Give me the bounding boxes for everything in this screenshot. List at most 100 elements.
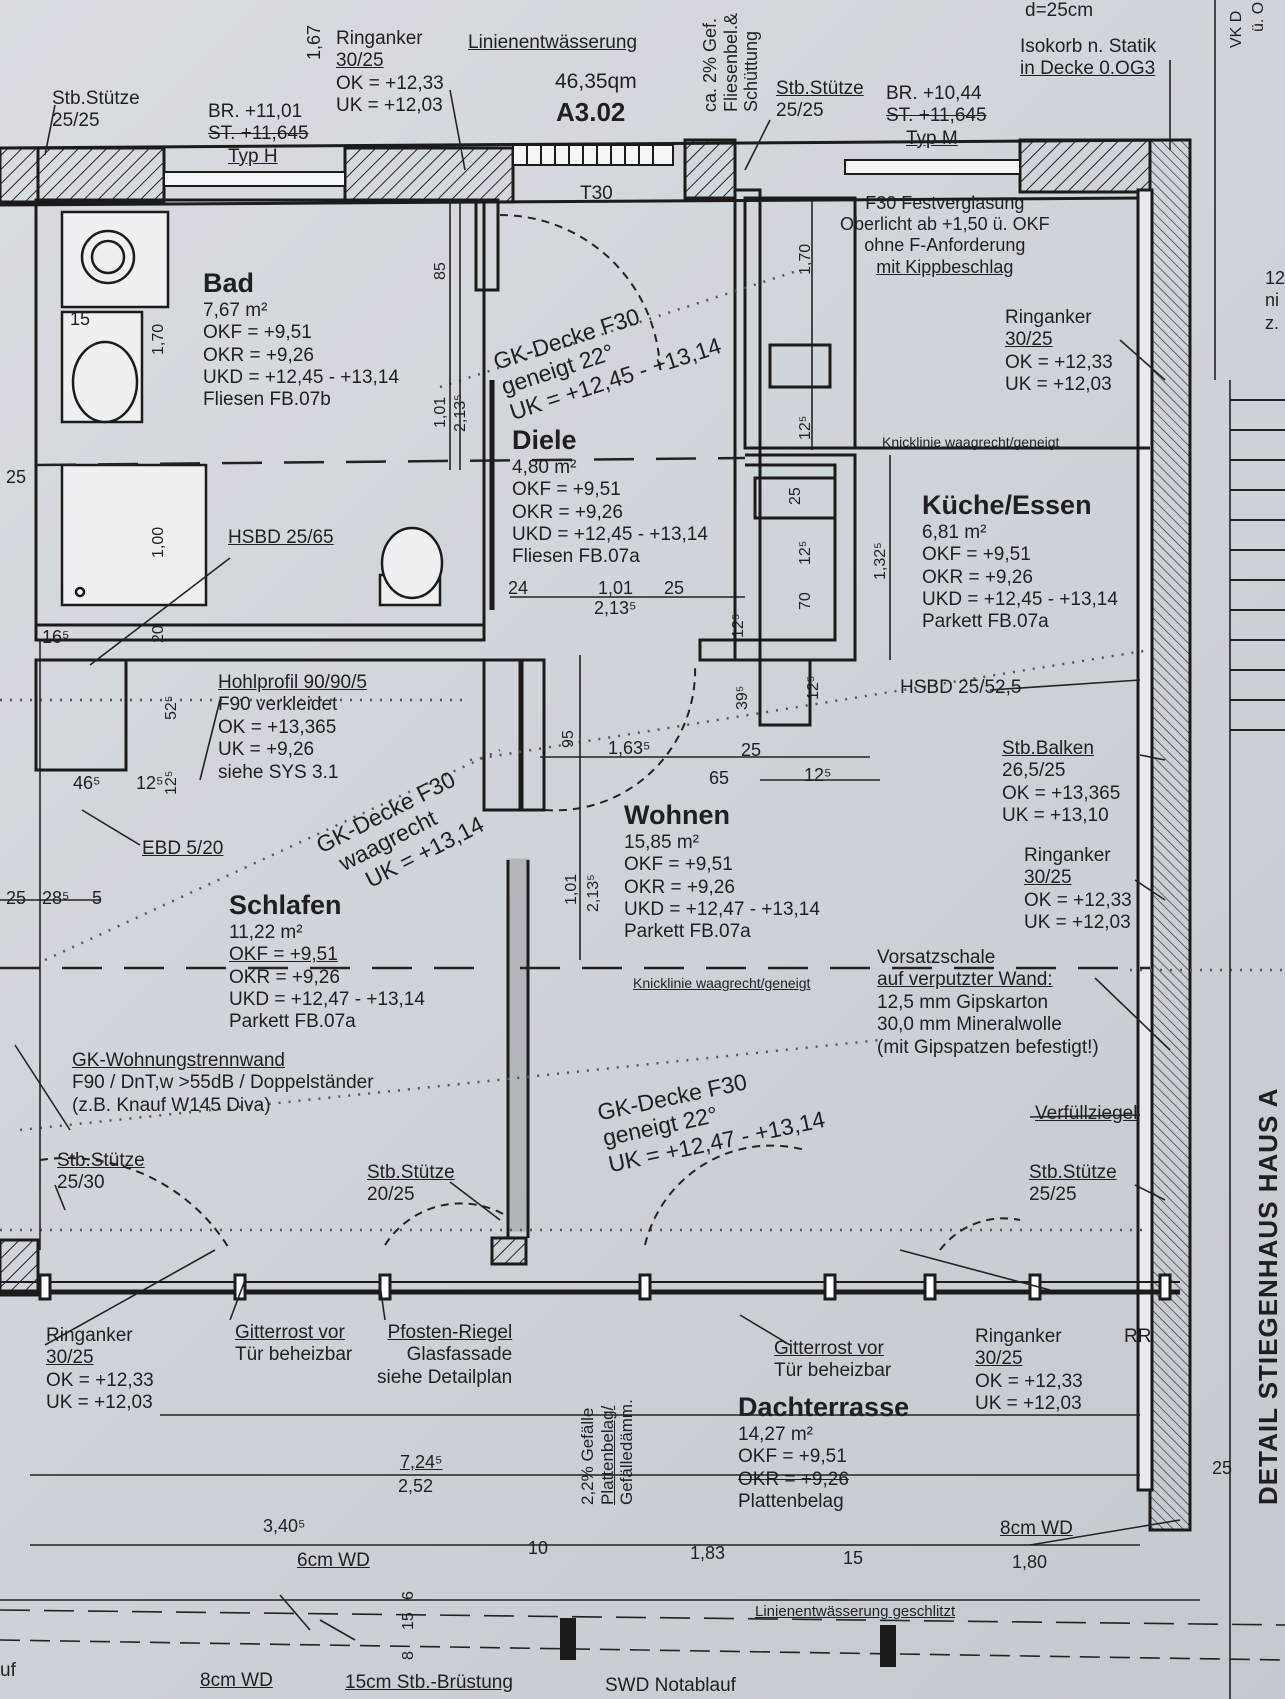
top-wall-hatch-2 xyxy=(343,146,515,204)
uf-label: uf xyxy=(0,1660,16,1681)
dim-7245: 7,24⁵ xyxy=(400,1452,443,1472)
bathroom-fixtures xyxy=(60,210,444,607)
mid-wall xyxy=(506,858,530,1232)
dim-100: 1,00 xyxy=(150,526,167,558)
dim-1325: 1,32⁵ xyxy=(872,542,889,580)
dim-25-kueche: 25 xyxy=(787,487,804,505)
dim-125-g: 12⁵ xyxy=(805,675,822,700)
kitchen-wall xyxy=(733,188,762,662)
wall-thickness: d=25cm xyxy=(1025,0,1094,21)
wall-stub xyxy=(518,658,546,812)
linienentwaesserung-bottom: Linienentwässerung geschlitzt xyxy=(755,1603,956,1620)
mid-column-bottom xyxy=(490,1236,528,1266)
linienentwaesserung-top: Linienentwässerung xyxy=(468,32,638,53)
knicklinie-top: Knicklinie waagrecht/geneigt xyxy=(882,434,1060,450)
dim-25-left: 25 xyxy=(6,467,27,487)
dim-z: z. xyxy=(1265,313,1280,333)
dashed-lines xyxy=(0,456,1150,970)
dim-6: 6 xyxy=(400,1591,417,1600)
dim-2135-wohnen: 2,13⁵ xyxy=(585,874,602,912)
dim-15-bottom: 15 xyxy=(843,1548,864,1568)
right-wall-inner xyxy=(1136,188,1154,1492)
dim-125-e: 12⁵ xyxy=(797,415,814,440)
right-wall xyxy=(1148,138,1192,1532)
rr-label: RR xyxy=(1124,1326,1152,1347)
dim-2135-bad: 2,13⁵ xyxy=(452,394,469,432)
t30-label: T30 xyxy=(580,183,613,204)
unit-id: A3.02 xyxy=(556,97,626,127)
swd-notablauf: SWD Notablauf xyxy=(605,1675,736,1696)
sink xyxy=(768,343,832,389)
dim-25-wohnen: 25 xyxy=(741,740,762,760)
dim-170-kueche: 1,70 xyxy=(797,243,814,275)
bruestung-note: 15cm Stb.-Brüstung xyxy=(345,1672,513,1693)
top-wall-hatch-4 xyxy=(1018,138,1152,194)
dim-101-wohnen: 1,01 xyxy=(563,873,580,905)
dim-285: 28⁵ xyxy=(42,888,70,908)
br-top-right: BR. +10,44 ST. +11,645 Typ M xyxy=(886,83,987,149)
dim-395: 39⁵ xyxy=(734,685,751,710)
unit-area: 46,35qm xyxy=(555,70,637,93)
dim-101-diele: 1,01 xyxy=(598,578,634,598)
ebd-note: EBD 5/20 xyxy=(142,838,224,859)
dim-1635: 1,63⁵ xyxy=(608,738,651,758)
dim-125-c: 12⁵ xyxy=(730,613,747,638)
dim-ueo: ü. O xyxy=(1250,1,1267,32)
interior-walls xyxy=(34,188,1150,1238)
wd-bottom-left: 6cm WD xyxy=(297,1550,370,1571)
kitchen-niche xyxy=(753,476,837,520)
ringanker-top: Ringanker 30/25 OK = +12,33 UK = +12,03 xyxy=(336,28,444,117)
dim-170-bad: 1,70 xyxy=(150,323,167,355)
dim-252: 2,52 xyxy=(398,1476,434,1496)
br-top-left: BR. +11,01 ST. +11,645 Typ H xyxy=(208,101,309,167)
dim-2135-diele: 2,13⁵ xyxy=(594,598,637,618)
dim-vkd: VK D xyxy=(1228,10,1245,48)
side-label: DETAIL STIEGENHAUS HAUS A xyxy=(1253,1087,1283,1505)
dim-85: 85 xyxy=(432,262,449,280)
shower xyxy=(60,463,208,607)
wd-right: 8cm WD xyxy=(1000,1518,1073,1539)
dim-3405: 3,40⁵ xyxy=(263,1516,306,1536)
dim-167: 1,67 xyxy=(304,24,324,60)
hsbd-bad: HSBD 25/65 xyxy=(228,527,334,548)
top-wall-left-column xyxy=(0,146,40,204)
dim-8: 8 xyxy=(400,1651,417,1660)
dim-95: 95 xyxy=(560,730,577,748)
dim-24: 24 xyxy=(508,578,529,598)
dim-25-left-b: 25 xyxy=(6,888,27,908)
dim-ni: ni xyxy=(1265,290,1280,310)
gefaelle-top: ca. 2% Gef.Fliesenbel.&Schüttung xyxy=(700,12,762,112)
dim-12-right: 12 xyxy=(1265,268,1285,288)
dim-15-vert: 15 xyxy=(400,1612,417,1630)
dim-125-a: 12⁵ xyxy=(136,773,164,793)
knicklinie-mid: Knicklinie waagrecht/geneigt xyxy=(633,975,811,991)
dim-125-f: 12⁵ xyxy=(797,540,814,565)
bottom-markers xyxy=(560,1618,896,1667)
wd-bottom: 8cm WD xyxy=(200,1670,273,1691)
dotted-lines xyxy=(0,268,1285,1232)
dim-180: 1,80 xyxy=(1012,1552,1048,1572)
dim-125-d: 12⁵ xyxy=(804,765,832,785)
leader-lines xyxy=(14,60,1181,1641)
dim-20: 20 xyxy=(150,625,167,643)
toilet-bowl xyxy=(380,526,444,600)
